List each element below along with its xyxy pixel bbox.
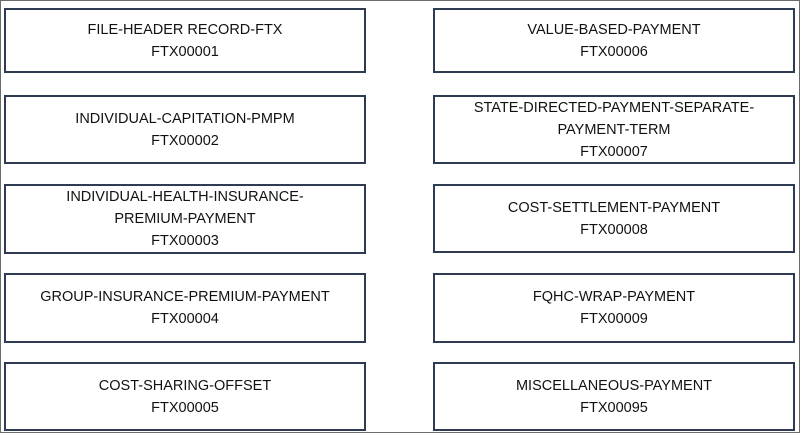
record-box-ftx00004: GROUP-INSURANCE-PREMIUM-PAYMENT FTX00004: [4, 273, 366, 343]
record-code: FTX00009: [580, 311, 648, 327]
record-name: STATE-DIRECTED-PAYMENT-SEPARATE- PAYMENT…: [473, 99, 755, 138]
record-code: FTX00005: [151, 399, 219, 416]
record-box-ftx00007: STATE-DIRECTED-PAYMENT-SEPARATE- PAYMENT…: [433, 95, 795, 164]
record-name: GROUP-INSURANCE-PREMIUM-PAYMENT: [40, 289, 330, 305]
record-box-ftx00006: VALUE-BASED-PAYMENT FTX00006: [433, 8, 795, 73]
record-box-ftx00002: INDIVIDUAL-CAPITATION-PMPM FTX00002: [4, 95, 366, 164]
record-name: MISCELLANEOUS-PAYMENT: [515, 377, 713, 394]
record-code: FTX00002: [151, 132, 219, 149]
record-code: FTX00001: [151, 43, 219, 60]
record-name: VALUE-BASED-PAYMENT: [527, 21, 701, 38]
record-name: INDIVIDUAL-CAPITATION-PMPM: [75, 110, 295, 127]
record-box-ftx00005: COST-SHARING-OFFSET FTX00005: [4, 362, 366, 431]
record-box-ftx00001: FILE-HEADER RECORD-FTX FTX00001: [4, 8, 366, 73]
record-code: FTX00007: [580, 143, 648, 160]
record-name: INDIVIDUAL-HEALTH-INSURANCE- PREMIUM-PAY…: [66, 189, 304, 227]
record-code: FTX00095: [580, 399, 648, 416]
record-box-ftx00003: INDIVIDUAL-HEALTH-INSURANCE- PREMIUM-PAY…: [4, 184, 366, 254]
record-code: FTX00008: [580, 221, 648, 238]
record-code: FTX00006: [580, 43, 648, 60]
record-box-ftx00095: MISCELLANEOUS-PAYMENT FTX00095: [433, 362, 795, 431]
record-name: FQHC-WRAP-PAYMENT: [532, 289, 696, 305]
record-box-ftx00009: FQHC-WRAP-PAYMENT FTX00009: [433, 273, 795, 343]
record-code: FTX00003: [151, 233, 219, 249]
record-code: FTX00004: [151, 311, 219, 327]
record-box-ftx00008: COST-SETTLEMENT-PAYMENT FTX00008: [433, 184, 795, 253]
record-name: COST-SETTLEMENT-PAYMENT: [507, 199, 721, 216]
record-name: COST-SHARING-OFFSET: [98, 377, 272, 394]
record-name: FILE-HEADER RECORD-FTX: [87, 21, 283, 38]
